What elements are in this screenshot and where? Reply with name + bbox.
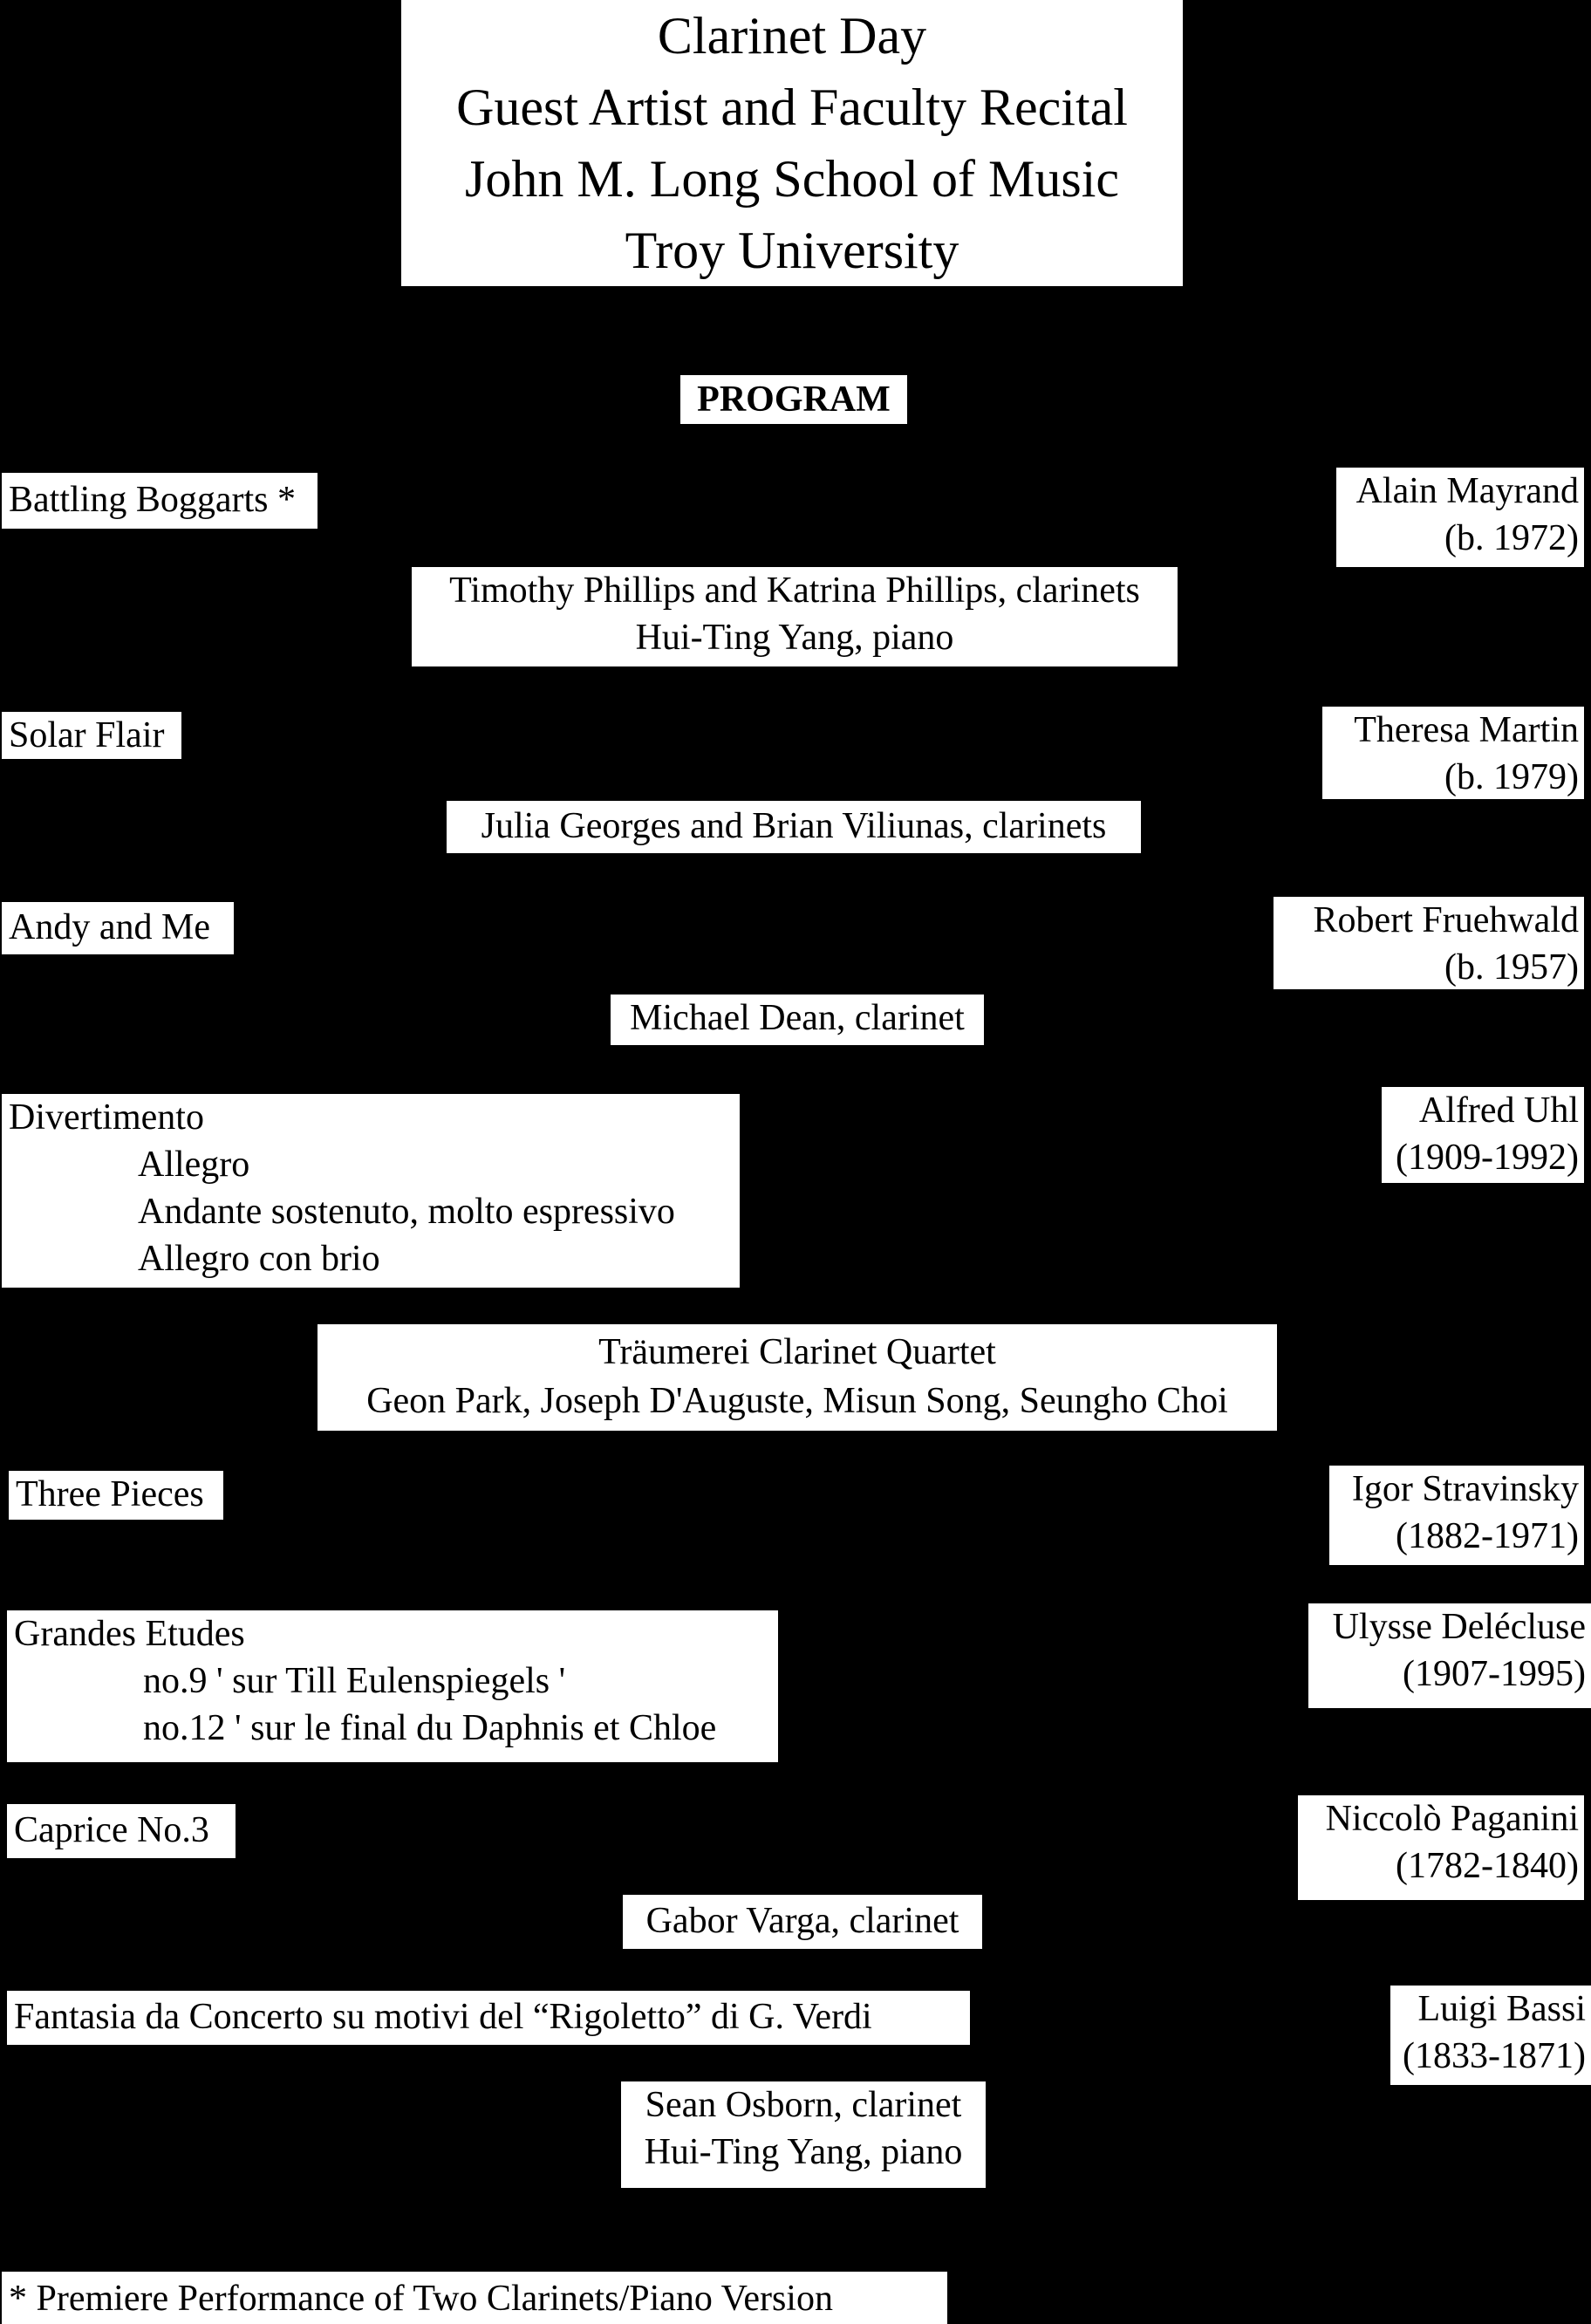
performer-line: Julia Georges and Brian Viliunas, clarin… xyxy=(481,806,1107,846)
composer-block: Luigi Bassi (1833-1871) xyxy=(1390,1986,1591,2085)
performer-line: Gabor Varga, clarinet xyxy=(645,1901,959,1941)
composer-block: Alfred Uhl (1909-1992) xyxy=(1382,1087,1584,1183)
program-heading: PROGRAM xyxy=(680,375,907,424)
composer-dates: (1833-1871) xyxy=(1403,2036,1586,2076)
composer-dates: (b. 1979) xyxy=(1444,757,1579,797)
composer-name: Luigi Bassi xyxy=(1417,1989,1586,2029)
composer-dates: (1907-1995) xyxy=(1403,1654,1586,1694)
movement-line: Allegro xyxy=(138,1145,250,1185)
movement-line: no.12 ' sur le final du Daphnis et Chloe xyxy=(143,1708,717,1748)
composer-name: Ulysse Delécluse xyxy=(1332,1607,1586,1647)
performers-block: Timothy Phillips and Katrina Phillips, c… xyxy=(412,567,1178,666)
movement-line: Allegro con brio xyxy=(138,1239,380,1279)
piece-title: Fantasia da Concerto su motivi del “Rigo… xyxy=(7,1991,970,2045)
premiere-footnote: * Premiere Performance of Two Clarinets/… xyxy=(2,2272,947,2324)
header-recital-type: Guest Artist and Faculty Recital xyxy=(456,79,1128,136)
performer-line: Timothy Phillips and Katrina Phillips, c… xyxy=(449,571,1140,611)
composer-name: Niccolò Paganini xyxy=(1325,1799,1579,1839)
composer-dates: (1882-1971) xyxy=(1396,1516,1579,1556)
piece-title-with-movements: Divertimento Allegro Andante sostenuto, … xyxy=(2,1094,740,1288)
performers-block: Gabor Varga, clarinet xyxy=(623,1895,982,1949)
performer-line: Geon Park, Joseph D'Auguste, Misun Song,… xyxy=(366,1381,1228,1421)
composer-name: Igor Stravinsky xyxy=(1351,1469,1579,1509)
composer-name: Robert Fruehwald xyxy=(1313,900,1579,940)
composer-name: Theresa Martin xyxy=(1354,710,1579,750)
piece-title: Three Pieces xyxy=(9,1471,223,1520)
piece-title: Divertimento xyxy=(9,1097,204,1138)
recital-header: Clarinet Day Guest Artist and Faculty Re… xyxy=(401,0,1183,286)
composer-block: Niccolò Paganini (1782-1840) xyxy=(1298,1795,1584,1900)
piece-title: Solar Flair xyxy=(2,712,181,759)
composer-dates: (1782-1840) xyxy=(1396,1846,1579,1886)
performers-block: Michael Dean, clarinet xyxy=(611,995,984,1045)
performer-line: Hui-Ting Yang, piano xyxy=(635,618,954,658)
piece-title: Battling Boggarts * xyxy=(2,473,318,529)
performers-block: Sean Osborn, clarinet Hui-Ting Yang, pia… xyxy=(621,2081,986,2188)
piece-title: Andy and Me xyxy=(2,902,234,954)
composer-dates: (b. 1957) xyxy=(1444,947,1579,988)
composer-name: Alain Mayrand xyxy=(1355,471,1579,511)
header-school: John M. Long School of Music xyxy=(465,150,1119,208)
composer-block: Igor Stravinsky (1882-1971) xyxy=(1329,1466,1584,1565)
movement-line: no.9 ' sur Till Eulenspiegels ' xyxy=(143,1661,566,1701)
piece-title: Caprice No.3 xyxy=(7,1804,236,1858)
movement-line: Andante sostenuto, molto espressivo xyxy=(138,1192,675,1232)
composer-dates: (b. 1972) xyxy=(1444,518,1579,558)
composer-block: Theresa Martin (b. 1979) xyxy=(1322,707,1584,799)
composer-block: Robert Fruehwald (b. 1957) xyxy=(1273,897,1584,989)
composer-name: Alfred Uhl xyxy=(1418,1090,1579,1131)
piece-title: Grandes Etudes xyxy=(14,1614,245,1654)
header-university: Troy University xyxy=(625,222,959,279)
composer-dates: (1909-1992) xyxy=(1396,1138,1579,1178)
performer-line: Sean Osborn, clarinet xyxy=(645,2085,962,2125)
piece-title-with-movements: Grandes Etudes no.9 ' sur Till Eulenspie… xyxy=(7,1610,778,1762)
ensemble-name: Träumerei Clarinet Quartet xyxy=(598,1332,996,1372)
performers-block: Julia Georges and Brian Viliunas, clarin… xyxy=(447,801,1141,853)
performer-line: Michael Dean, clarinet xyxy=(630,998,965,1038)
composer-block: Ulysse Delécluse (1907-1995) xyxy=(1308,1603,1591,1708)
performer-line: Hui-Ting Yang, piano xyxy=(644,2132,963,2172)
header-event-name: Clarinet Day xyxy=(657,7,927,65)
composer-block: Alain Mayrand (b. 1972) xyxy=(1336,468,1584,567)
performers-block: Träumerei Clarinet Quartet Geon Park, Jo… xyxy=(318,1324,1277,1431)
